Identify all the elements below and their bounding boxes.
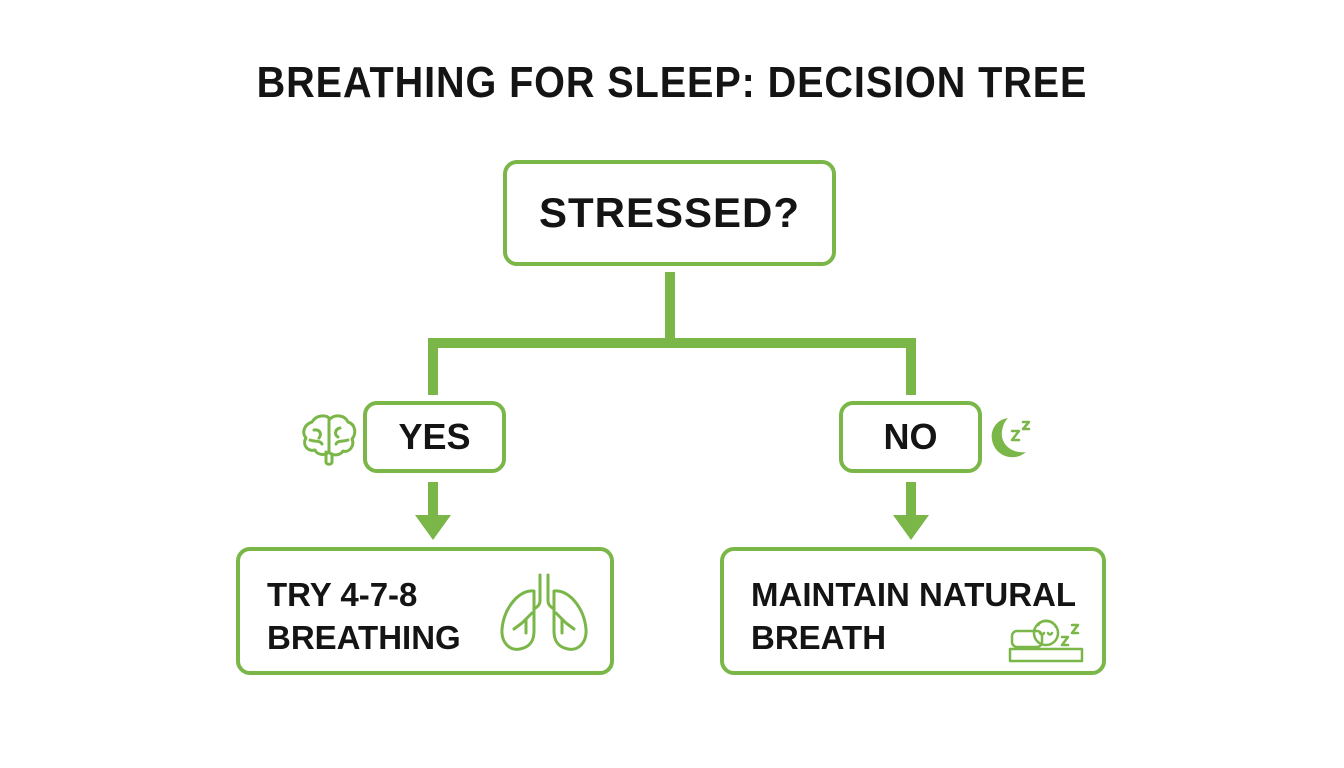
no-branch-box: NO <box>839 401 982 473</box>
brain-icon <box>302 414 357 466</box>
yes-branch-label: YES <box>398 416 471 457</box>
no-outcome-line-1: MAINTAIN NATURAL <box>751 576 1077 613</box>
yes-arrow-head <box>415 515 451 540</box>
sleeping-person-icon <box>1008 619 1084 663</box>
no-arrow-head <box>893 515 929 540</box>
yes-outcome-text: TRY 4-7-8 BREATHING <box>267 573 461 659</box>
lungs-icon <box>500 573 588 651</box>
diagram-title: BREATHING FOR SLEEP: DECISION TREE <box>256 58 1088 107</box>
yes-outcome-line-1: TRY 4-7-8 <box>267 576 418 613</box>
root-question-box: STRESSED? <box>503 160 836 266</box>
yes-outcome-box: TRY 4-7-8 BREATHING <box>236 547 614 675</box>
no-outcome-box: MAINTAIN NATURAL BREATH <box>720 547 1106 675</box>
no-outcome-line-2: BREATH <box>751 619 887 656</box>
moon-sleep-icon <box>991 418 1031 458</box>
yes-branch-box: YES <box>363 401 506 473</box>
no-branch-label: NO <box>883 416 938 457</box>
yes-outcome-line-2: BREATHING <box>267 619 461 656</box>
root-question-label: STRESSED? <box>538 189 801 236</box>
no-outcome-text: MAINTAIN NATURAL BREATH <box>751 573 1076 659</box>
